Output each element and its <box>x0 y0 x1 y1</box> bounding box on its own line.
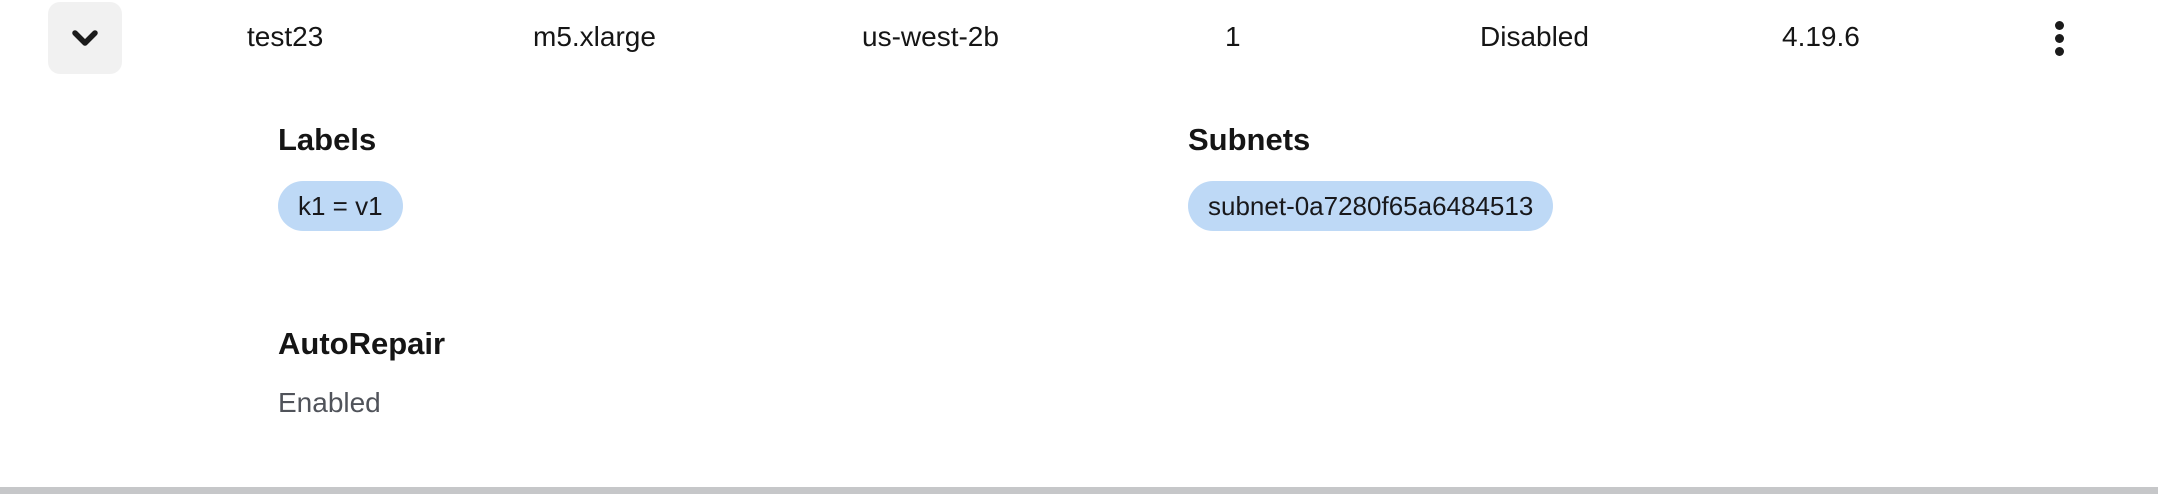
row-actions-kebab-button[interactable] <box>2031 10 2087 66</box>
labels-section-title: Labels <box>278 122 377 157</box>
kebab-menu-icon <box>2054 20 2064 56</box>
row-cell-version: 4.19.6 <box>1782 21 1860 52</box>
autorepair-section-title: AutoRepair <box>278 326 446 361</box>
row-cell-node-count: 1 <box>1225 21 1241 52</box>
row-cell-autoscaling: Disabled <box>1480 21 1589 52</box>
row-cell-instance-type: m5.xlarge <box>533 21 656 52</box>
row-cell-machine-pool-name: test23 <box>247 21 324 52</box>
row-cell-availability-zone: us-west-2b <box>862 21 999 52</box>
autorepair-value: Enabled <box>278 387 381 418</box>
chevron-down-icon <box>72 29 98 47</box>
subnet-chip: subnet-0a7280f65a6484513 <box>1188 181 1554 231</box>
bottom-divider-bar <box>0 487 2158 494</box>
label-chip: k1 = v1 <box>278 181 403 231</box>
row-expand-toggle-button[interactable] <box>48 2 122 74</box>
subnets-section-title: Subnets <box>1188 122 1311 157</box>
